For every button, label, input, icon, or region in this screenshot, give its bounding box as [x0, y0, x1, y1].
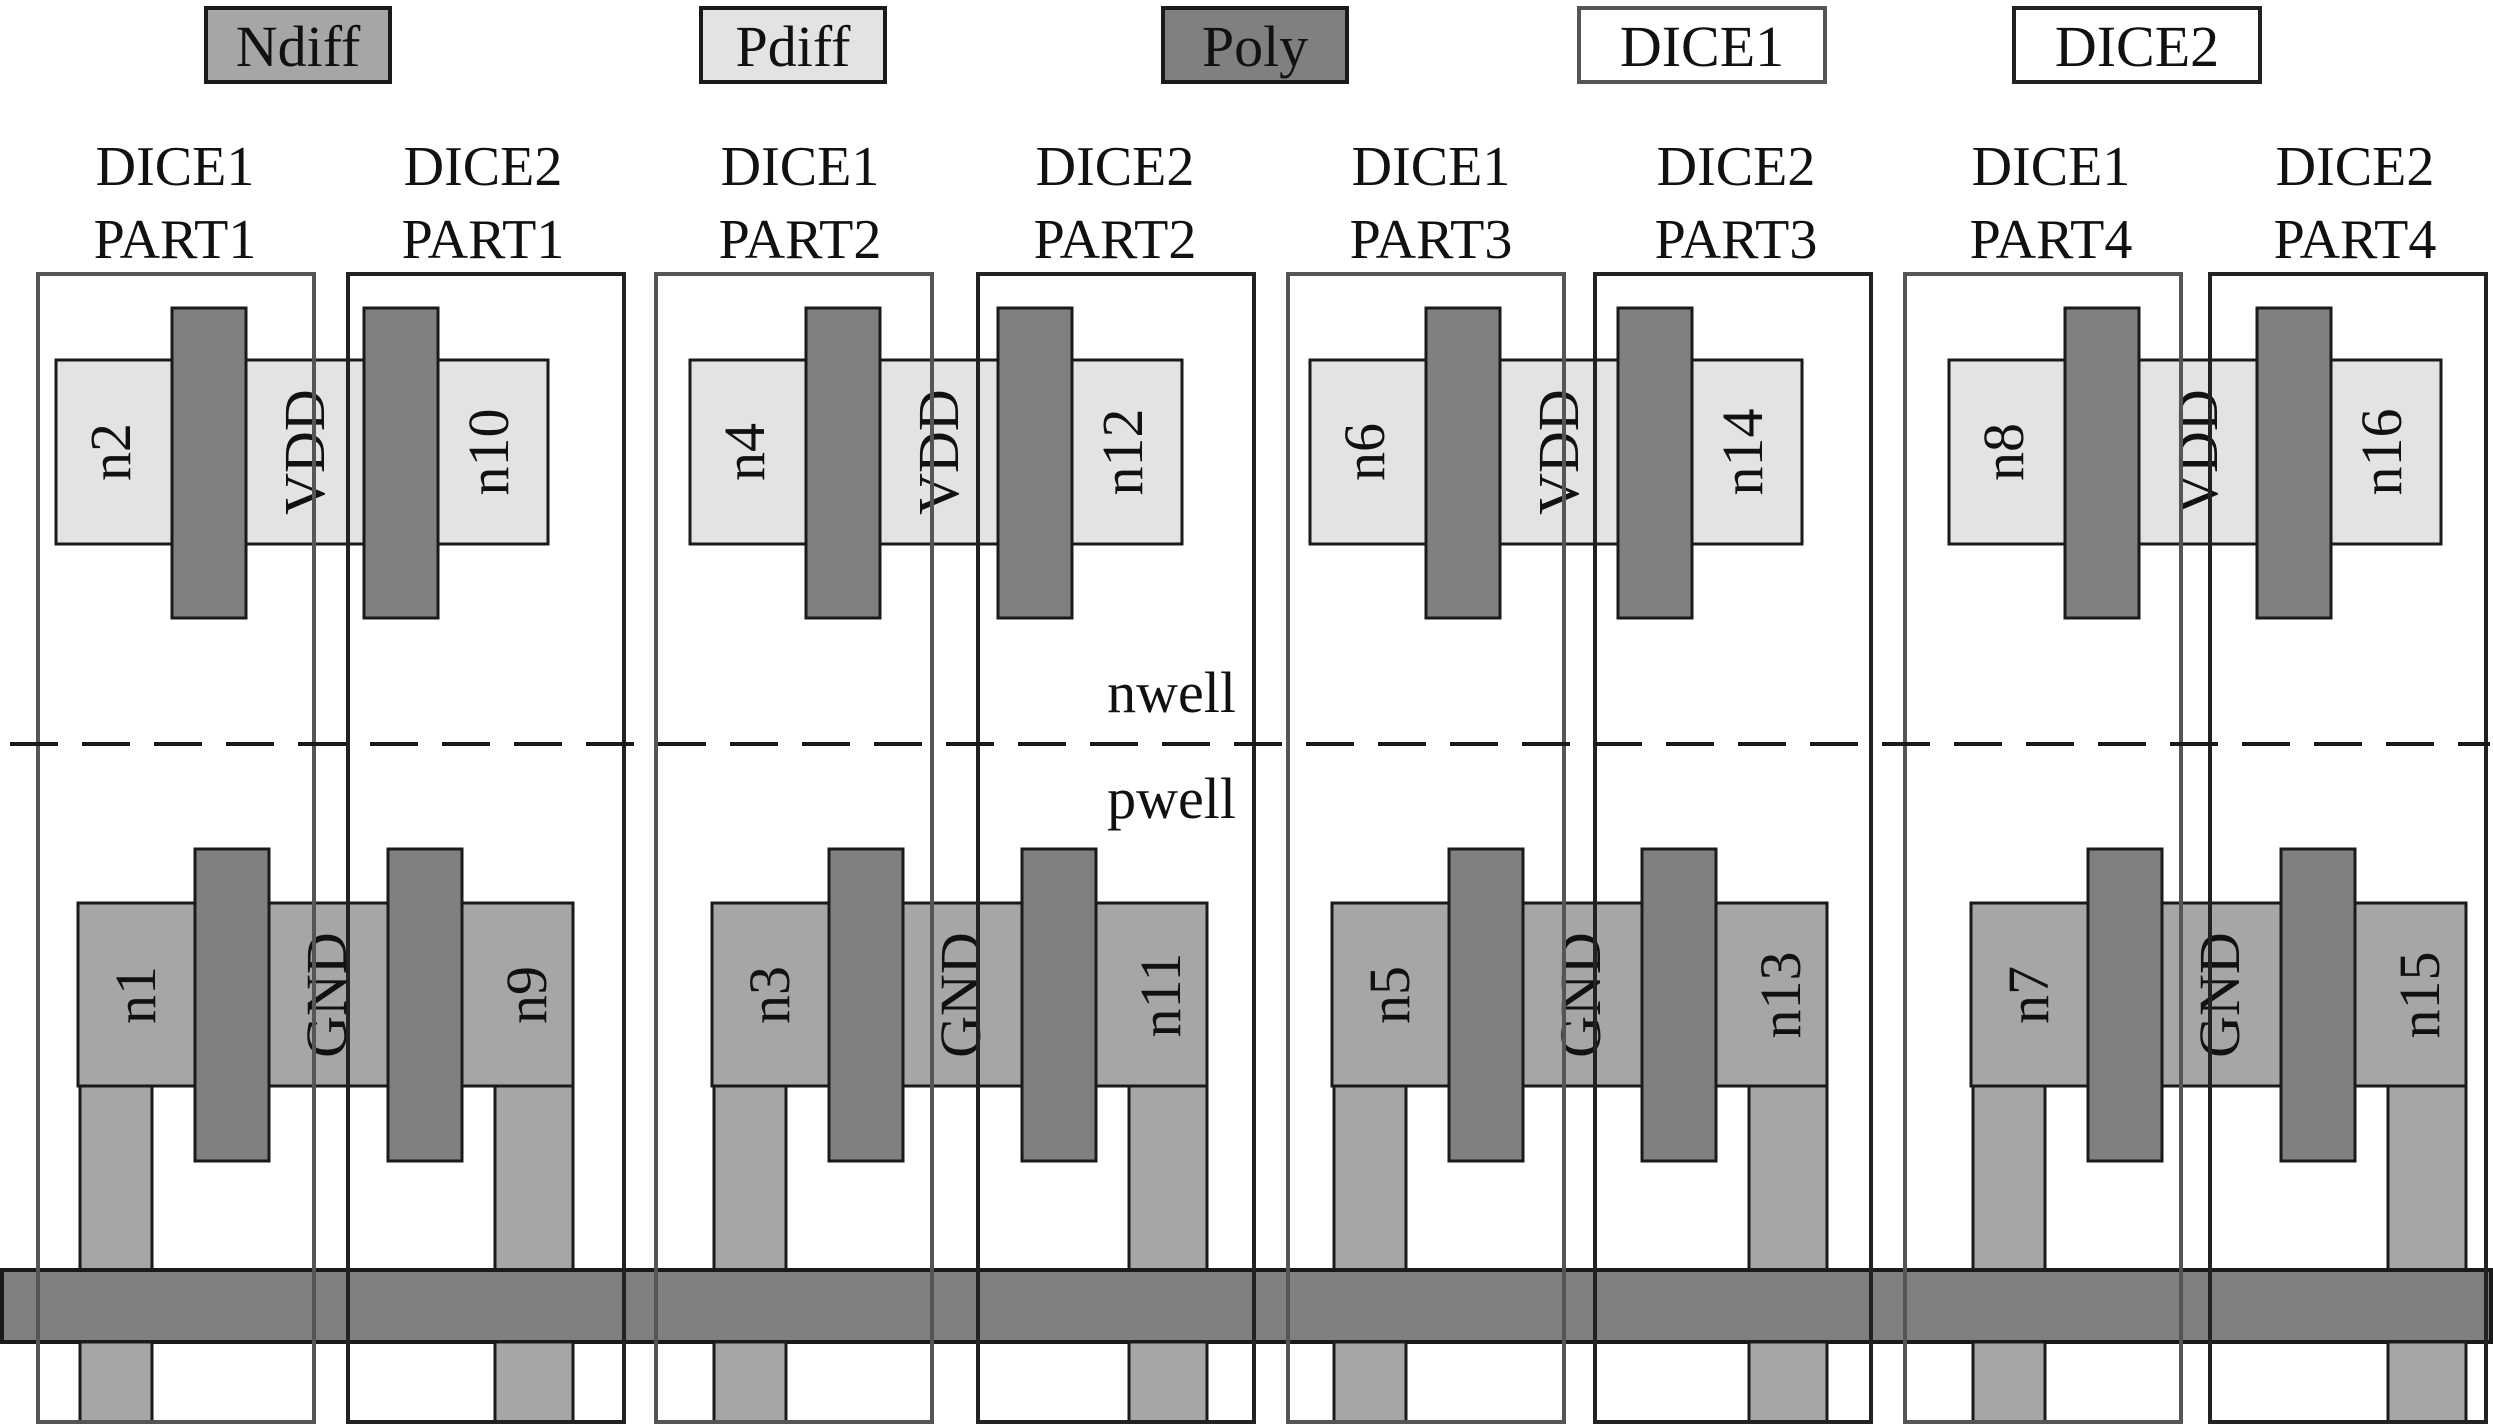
poly-gate-p-right [2255, 306, 2333, 620]
legend-label-pdiff: Pdiff [736, 14, 852, 79]
node-label-n-right: n15 [2387, 952, 2452, 1039]
column-header-line1: DICE1 [1972, 136, 2131, 198]
legend-label-poly: Poly [1202, 14, 1308, 79]
legend-swatch-dice1 [1577, 6, 1827, 84]
ndiff-region [76, 901, 575, 1088]
node-label-n-left: n3 [737, 966, 802, 1024]
pdiff-region [688, 358, 1184, 546]
ndiff-leg-left-lower [1971, 1340, 2047, 1424]
supply-label-vdd: VDD [272, 389, 337, 515]
ndiff-leg-left-lower [712, 1340, 788, 1424]
node-label-n-left: n5 [1357, 966, 1422, 1024]
node-label-p-left: n4 [712, 423, 777, 481]
poly-gate-n-left [2086, 847, 2164, 1163]
dice2-boundary [2208, 272, 2488, 1424]
ndiff-leg-right-lower [2386, 1340, 2468, 1424]
column-header-line1: DICE2 [2276, 136, 2435, 198]
poly-gate-n-right [386, 847, 464, 1163]
legend-swatch-ndiff [204, 6, 392, 84]
column-header-line1: DICE2 [1036, 136, 1195, 198]
dice1-boundary [1286, 272, 1566, 1424]
ndiff-region [1330, 901, 1829, 1088]
poly-gate-p-left [804, 306, 882, 620]
supply-label-vdd: VDD [1526, 389, 1591, 515]
column-header-line1: DICE1 [96, 136, 255, 198]
dice2-boundary [976, 272, 1256, 1424]
column-header-line2: PART3 [1655, 209, 1818, 271]
column-header-line2: PART1 [402, 209, 565, 271]
pdiff-region [1308, 358, 1804, 546]
ndiff-leg-right-lower [493, 1340, 575, 1424]
column-header-line2: PART4 [2274, 209, 2437, 271]
legend-swatch-poly [1161, 6, 1349, 84]
poly-gate-p-right [362, 306, 440, 620]
dice1-boundary [1903, 272, 2183, 1424]
ndiff-leg-right-lower [1747, 1340, 1829, 1424]
dice-group-3: n6 VDD n14 n5 GND n13 [1308, 306, 1829, 1424]
column-header-line2: PART2 [719, 209, 882, 271]
legend-label-dice2: DICE2 [2055, 14, 2219, 79]
legend-label-ndiff: Ndiff [236, 14, 361, 79]
node-label-p-left: n6 [1332, 423, 1397, 481]
supply-label-vdd: VDD [906, 389, 971, 515]
poly-gate-p-left [2063, 306, 2141, 620]
poly-gate-n-left [193, 847, 271, 1163]
poly-gate-p-right [996, 306, 1074, 620]
dice1-boundary [36, 272, 316, 1424]
column-header-line2: PART3 [1350, 209, 1513, 271]
pdiff-region [1947, 358, 2443, 546]
ndiff-region [1969, 901, 2468, 1088]
poly-rail [0, 1268, 2493, 1344]
nwell-label: nwell [1107, 660, 1236, 725]
dice1-boundary [654, 272, 934, 1424]
node-label-n-right: n13 [1748, 952, 1813, 1039]
poly-gate-n-left [1447, 847, 1525, 1163]
ndiff-leg-left-lower [1332, 1340, 1408, 1424]
node-label-p-right: n12 [1090, 409, 1155, 496]
column-header-line1: DICE2 [404, 136, 563, 198]
node-label-n-right: n9 [494, 966, 559, 1024]
poly-gate-n-right [1020, 847, 1098, 1163]
supply-label-gnd: GND [928, 932, 993, 1058]
node-label-n-right: n11 [1128, 953, 1193, 1038]
legend-swatch-dice2 [2012, 6, 2262, 84]
poly-gate-p-left [170, 306, 248, 620]
node-label-n-left: n1 [103, 966, 168, 1024]
supply-label-gnd: GND [1548, 932, 1613, 1058]
poly-gate-n-left [827, 847, 905, 1163]
dice-group-4: n8 VDD n16 n7 GND n15 [1947, 306, 2468, 1424]
dice-group-2: n4 VDD n12 n3 GND n11 [688, 306, 1209, 1424]
ndiff-region [710, 901, 1209, 1088]
node-label-p-left: n2 [78, 423, 143, 481]
column-header-line2: PART1 [94, 209, 257, 271]
pwell-label: pwell [1107, 766, 1236, 831]
poly-gate-n-right [2279, 847, 2357, 1163]
legend-label-dice1: DICE1 [1620, 14, 1784, 79]
poly-gate-n-right [1640, 847, 1718, 1163]
column-header-line2: PART2 [1034, 209, 1197, 271]
node-label-p-right: n14 [1710, 409, 1775, 496]
ndiff-leg-left-lower [78, 1340, 154, 1424]
pdiff-region [54, 358, 550, 546]
ndiff-leg-right-lower [1127, 1340, 1209, 1424]
node-label-p-left: n8 [1971, 423, 2036, 481]
column-header-line1: DICE1 [1352, 136, 1511, 198]
node-label-n-left: n7 [1996, 966, 2061, 1024]
supply-label-vdd: VDD [2165, 389, 2230, 515]
poly-gate-p-right [1616, 306, 1694, 620]
legend-swatch-pdiff [699, 6, 887, 84]
column-header-line1: DICE2 [1657, 136, 1816, 198]
node-label-p-right: n16 [2349, 409, 2414, 496]
dice2-boundary [1593, 272, 1873, 1424]
dice2-boundary [346, 272, 626, 1424]
column-header-line2: PART4 [1970, 209, 2133, 271]
node-label-p-right: n10 [456, 409, 521, 496]
column-header-line1: DICE1 [721, 136, 880, 198]
poly-gate-p-left [1424, 306, 1502, 620]
supply-label-gnd: GND [2187, 932, 2252, 1058]
